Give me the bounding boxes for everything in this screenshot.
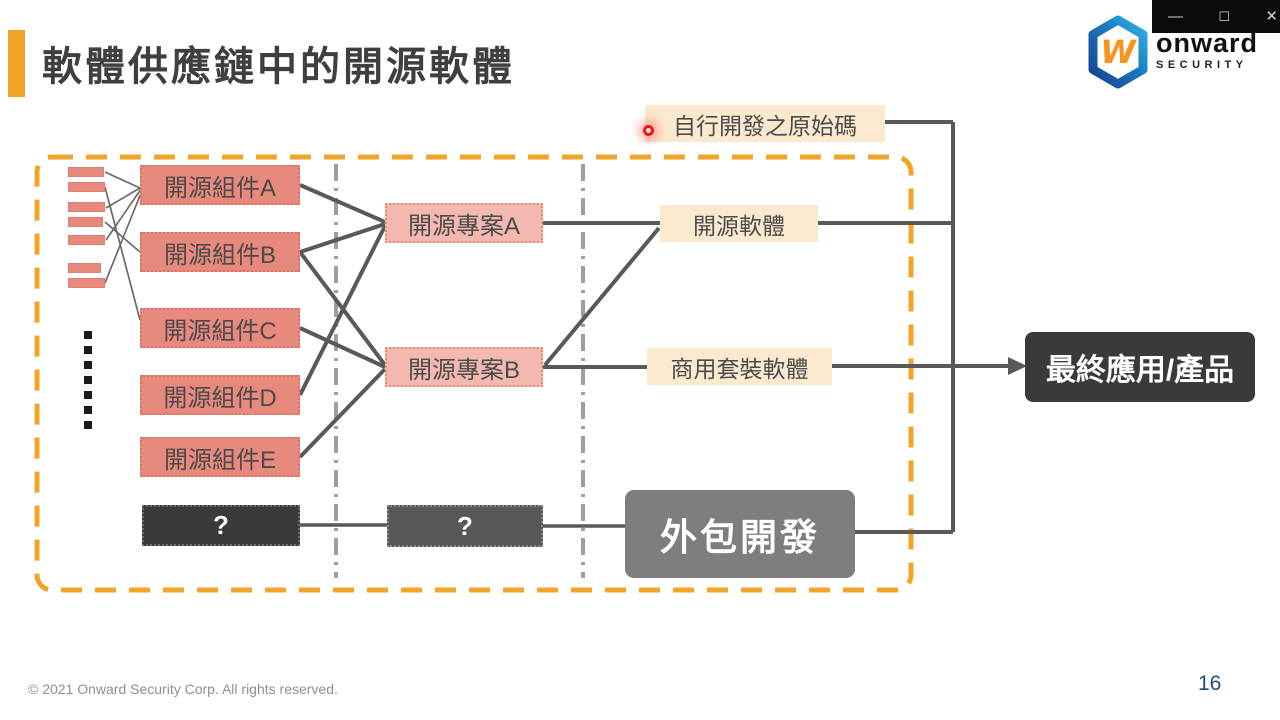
logo-tagline: SECURITY: [1156, 59, 1248, 71]
minimize-icon[interactable]: —: [1168, 8, 1183, 25]
open-source-component-a-box: 開源組件A: [140, 165, 300, 205]
close-icon[interactable]: ✕: [1265, 8, 1278, 25]
outsourced-development-box: 外包開發: [625, 490, 855, 578]
hexagon-logo-icon: W: [1088, 15, 1148, 89]
unknown-project-box: ?: [387, 505, 543, 547]
ellipsis-dot: [84, 376, 92, 384]
unknown-component-box: ?: [142, 505, 300, 546]
code-snippet-bar: [68, 217, 103, 227]
open-source-component-d-box: 開源組件D: [140, 375, 300, 415]
open-source-component-e-box: 開源組件E: [140, 437, 300, 477]
ellipsis-dot: [84, 346, 92, 354]
open-source-project-a-box: 開源專案A: [385, 203, 543, 243]
code-snippet-bar: [68, 263, 101, 273]
ellipsis-dot: [84, 331, 92, 339]
page-title: 軟體供應鏈中的開源軟體: [42, 45, 515, 89]
open-source-project-b-box: 開源專案B: [385, 347, 543, 387]
svg-text:W: W: [1100, 33, 1137, 71]
final-product-box: 最終應用/產品: [1025, 332, 1255, 402]
commercial-software-box: 商用套裝軟體: [647, 348, 832, 385]
arrowhead-icon: [1008, 357, 1027, 375]
page-number: 16: [1198, 672, 1222, 695]
open-source-component-c-box: 開源組件C: [140, 308, 300, 348]
open-source-software-box: 開源軟體: [660, 205, 818, 242]
ellipsis-dot: [84, 391, 92, 399]
onward-security-logo: W onward SECURITY: [1086, 14, 1258, 90]
code-snippet-bar: [68, 202, 105, 212]
ellipsis-dot: [84, 421, 92, 429]
flow-lines: [298, 120, 1010, 534]
snippet-links: [104, 171, 142, 321]
logo-wordmark: onward SECURITY: [1156, 28, 1259, 72]
ellipsis-dot: [84, 406, 92, 414]
self-developed-source-box: 自行開發之原始碼: [645, 105, 885, 142]
code-snippet-bar: [68, 235, 105, 245]
window-titlebar: — ☐ ✕: [1152, 0, 1280, 33]
title-accent-bar: [8, 30, 25, 97]
code-snippet-bar: [68, 278, 105, 288]
laser-pointer-dot: [643, 125, 654, 136]
open-source-component-b-box: 開源組件B: [140, 232, 300, 272]
supply-chain-boundary: [34, 154, 914, 593]
copyright-text: © 2021 Onward Security Corp. All rights …: [28, 681, 338, 697]
ellipsis-dot: [84, 361, 92, 369]
logo-name: onward: [1156, 28, 1259, 58]
code-snippet-bar: [68, 167, 104, 177]
maximize-icon[interactable]: ☐: [1218, 9, 1231, 24]
code-snippet-bar: [68, 182, 105, 192]
stage-dividers: [334, 164, 585, 578]
